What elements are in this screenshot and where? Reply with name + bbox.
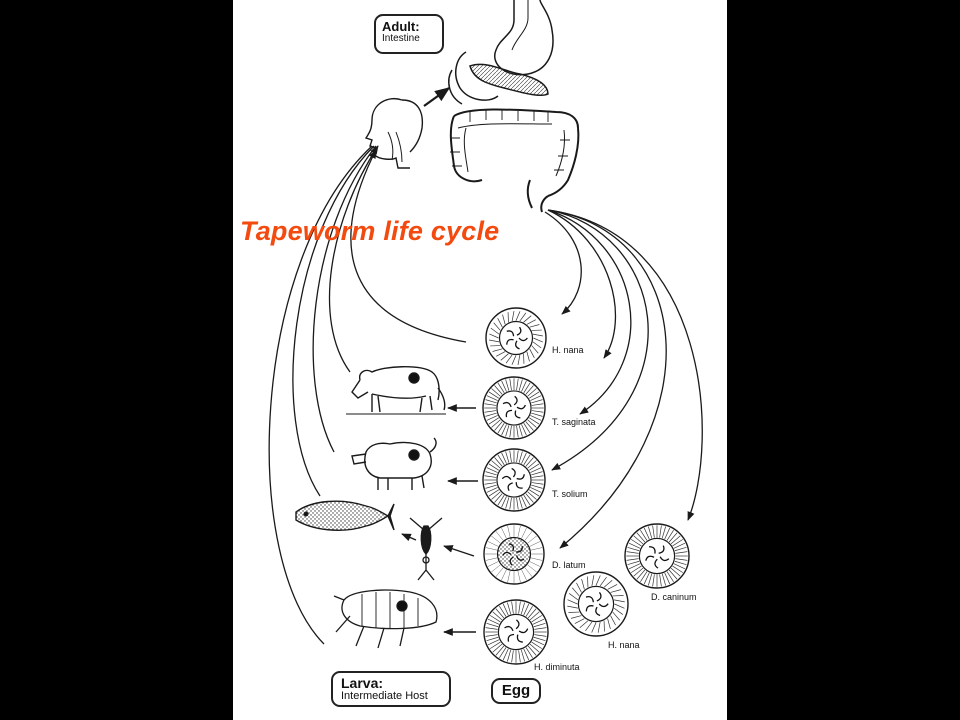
egg-icon xyxy=(485,307,547,369)
arrow-to-intestine xyxy=(423,87,451,107)
intestine-icon xyxy=(448,0,580,213)
species-label: D. latum xyxy=(552,560,586,570)
pig-icon xyxy=(351,437,437,490)
egg-icon xyxy=(563,571,629,637)
egg-icon xyxy=(624,523,690,589)
ingestion-arrows xyxy=(268,145,467,645)
species-label: D. caninum xyxy=(651,592,697,602)
egg-icon xyxy=(482,448,546,512)
egg-icon xyxy=(483,523,545,585)
diagram-title: Tapeworm life cycle xyxy=(240,216,500,246)
flea-icon xyxy=(333,589,438,649)
species-label: H. nana xyxy=(552,345,584,355)
species-label: H. nana xyxy=(608,640,640,650)
species-label: T. solium xyxy=(552,489,588,499)
intestine-label: Intestine xyxy=(382,32,420,44)
human-head-icon xyxy=(364,98,424,169)
larva-host-label: Larva: Intermediate Host xyxy=(331,671,451,707)
adult-intestine-label: Adult: Intestine xyxy=(374,14,444,54)
adult-label: Adult: xyxy=(382,19,420,34)
species-label: H. diminuta xyxy=(534,662,580,672)
egg-label: Egg xyxy=(491,678,541,704)
egg-release-arrows xyxy=(544,209,703,549)
fish-icon xyxy=(295,500,395,531)
copepod-icon xyxy=(409,517,443,581)
larva-label: Larva: xyxy=(341,675,384,691)
cow-icon xyxy=(346,366,446,415)
egg-icon xyxy=(483,599,549,665)
species-label: T. saginata xyxy=(552,417,596,427)
egg-icon xyxy=(482,376,546,440)
intermediate-host-label: Intermediate Host xyxy=(341,689,428,702)
